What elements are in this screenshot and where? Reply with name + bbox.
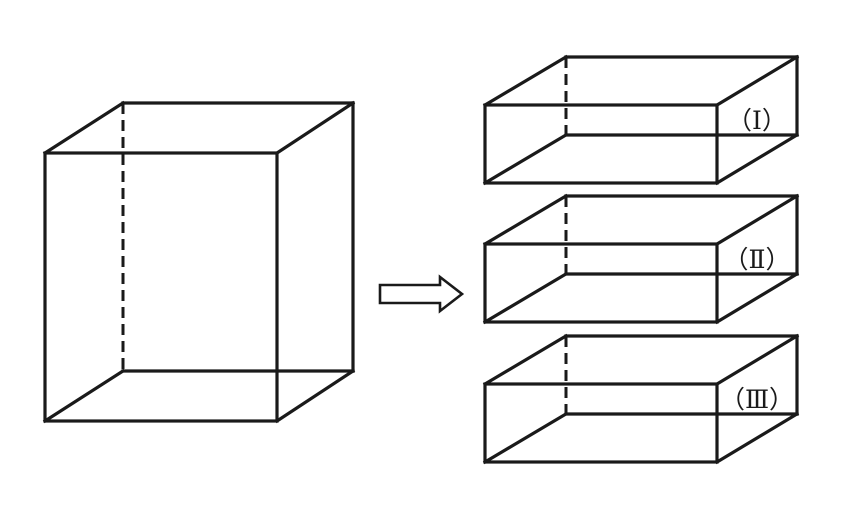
large-cube [42, 100, 356, 424]
slab-1-front-face [483, 103, 719, 185]
slab-3-top-left-edge [482, 333, 569, 387]
slab-3-bottom-right-edge [714, 411, 800, 465]
large-cube-bottom-right-edge [274, 368, 356, 424]
large-cube-bottom-left-edge [42, 368, 126, 424]
slab-1-top-left-edge [482, 54, 569, 108]
slab-3: （Ⅲ） [482, 333, 800, 465]
slab-2-top-left-edge [482, 193, 569, 247]
slab-2-bottom-left-edge [482, 271, 569, 325]
slab-2-label: （Ⅱ） [724, 246, 791, 274]
slab-1-top-right-edge [714, 54, 800, 108]
slab-1: （Ⅰ） [482, 54, 800, 186]
slab-2-front-face [483, 242, 719, 324]
slab-1-bottom-right-edge [714, 132, 800, 186]
slab-2: （Ⅱ） [482, 193, 800, 325]
slab-2-bottom-right-edge [714, 271, 800, 325]
large-cube-top-left-edge [42, 100, 126, 156]
slab-3-top-right-edge [714, 333, 800, 387]
slab-1-label: （Ⅰ） [727, 107, 787, 135]
large-cube-front-face [43, 151, 279, 423]
slab-3-front-face [483, 382, 719, 464]
large-cube-top-right-edge [274, 100, 356, 156]
slab-3-bottom-left-edge [482, 411, 569, 465]
slab-2-top-right-edge [714, 193, 800, 247]
slab-3-label: （Ⅲ） [720, 386, 794, 414]
right-arrow-icon [378, 274, 465, 314]
slab-1-bottom-left-edge [482, 132, 569, 186]
